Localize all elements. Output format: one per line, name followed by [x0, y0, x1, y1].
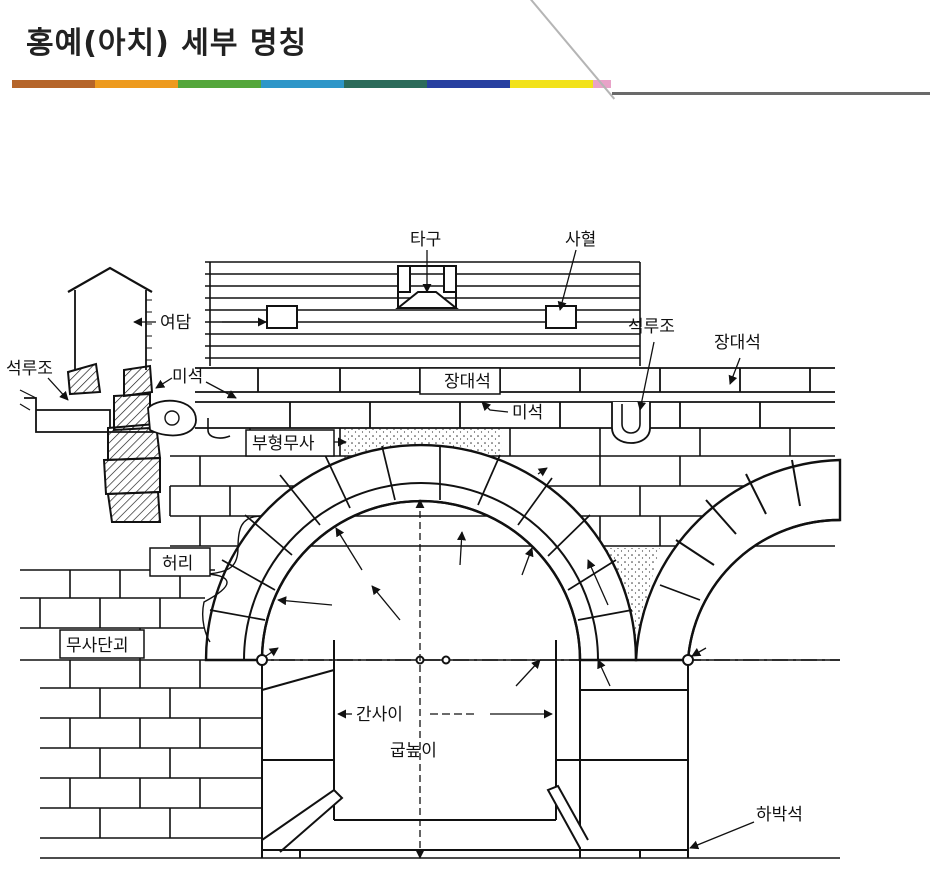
- label-gansai: 간사이: [356, 705, 403, 725]
- arch-voussoirs: [209, 445, 633, 621]
- color-stripe-segment: [178, 80, 261, 88]
- drain-seokrujo: [611, 402, 651, 444]
- label-gupnopi: 굽높이: [390, 741, 437, 761]
- label-seokrujo-left: 석루조: [6, 359, 53, 379]
- loophole-left: [266, 305, 298, 329]
- loophole-tagu: [395, 265, 459, 309]
- color-stripe-segment: [344, 80, 427, 88]
- radius-arrows: [265, 467, 707, 687]
- color-stripe-segment: [510, 80, 593, 88]
- color-stripe-segment: [427, 80, 510, 88]
- arch-center-point-2: [441, 655, 451, 665]
- cornice-courses: [195, 367, 835, 429]
- label-sahyeol: 사혈: [565, 230, 596, 250]
- label-jangdaeseok-right: 장대석: [714, 333, 761, 353]
- arch-piers: [261, 640, 689, 858]
- label-boxes: [59, 367, 501, 659]
- label-buhyeongmusa: 부형무사: [252, 434, 315, 454]
- loophole-sahyeol: [545, 305, 577, 329]
- spring-point-left: [256, 654, 268, 666]
- label-musadangoe: 무사단괴: [66, 636, 129, 656]
- label-seokrujo-right: 석루조: [628, 317, 675, 337]
- label-jangdaeseok-center: 장대석: [444, 372, 491, 392]
- main-arch: [204, 443, 638, 662]
- label-tagu: 타구: [410, 230, 441, 250]
- label-yeodam: 여담: [160, 313, 192, 333]
- color-stripe-segment: [95, 80, 178, 88]
- color-stripe-segment: [12, 80, 95, 88]
- right-arch: [634, 458, 842, 662]
- label-miseok-left: 미석: [172, 367, 203, 387]
- page-title: 홍예(아치) 세부 명칭: [26, 26, 308, 61]
- label-miseok-center: 미석: [512, 403, 543, 423]
- leader-lines: [47, 249, 755, 850]
- left-section: [19, 266, 197, 523]
- label-habakseok: 하박석: [756, 805, 803, 825]
- color-stripe-segment: [261, 80, 344, 88]
- page-divider-line: [612, 92, 930, 95]
- spring-point-right: [682, 654, 694, 666]
- label-heori: 허리: [162, 554, 193, 574]
